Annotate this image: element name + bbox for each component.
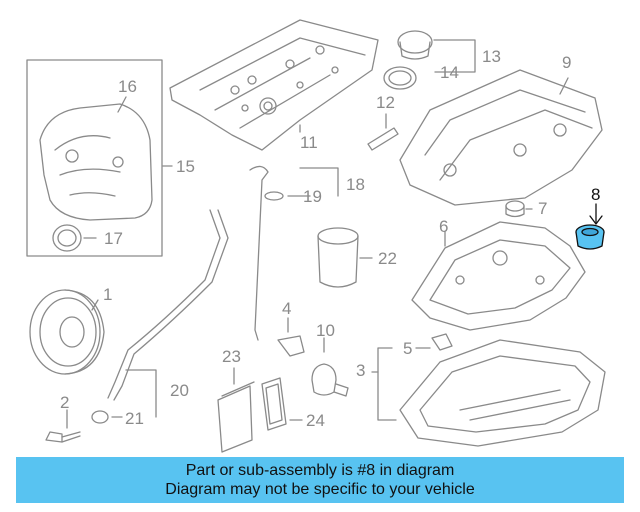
callout-9: 9	[562, 53, 571, 72]
callout-23: 23	[222, 347, 241, 366]
guide-tube	[107, 209, 221, 399]
timing-cover-part	[39, 103, 153, 221]
callout-15: 15	[176, 157, 195, 176]
filler-cap-seal	[383, 66, 417, 90]
gasket-24	[261, 377, 303, 431]
callout-labels: 1 2 3 4 5 6 7 8 9 10 11 12 13 14 15 16 1…	[60, 47, 600, 430]
part-9-group	[399, 69, 603, 206]
callout-8: 8	[591, 185, 600, 204]
part-6	[411, 221, 586, 331]
callout-3: 3	[356, 361, 365, 380]
callout-11: 11	[300, 133, 318, 152]
callout-5: 5	[403, 339, 412, 358]
bolt-2	[45, 409, 81, 443]
dipstick	[249, 165, 269, 341]
filler-cap	[397, 30, 433, 54]
sensor-12	[367, 113, 399, 151]
banner-line-1: Part or sub-assembly is #8 in diagram	[185, 462, 455, 479]
seal-ring-17	[52, 224, 82, 252]
plug-7	[505, 200, 533, 218]
sensor-4	[277, 317, 305, 357]
banner-line-2: Diagram may not be specific to your vehi…	[165, 481, 475, 498]
seal-21	[91, 410, 109, 424]
callout-6: 6	[439, 217, 448, 236]
part-9	[399, 69, 603, 206]
head-cover-part	[169, 19, 379, 151]
callout-21: 21	[125, 409, 144, 428]
head-cover-group	[169, 19, 379, 151]
dipstick-group	[91, 165, 339, 424]
parts-diagram: 1 2 3 4 5 6 7 8 9 10 11 12 13 14 15 16 1…	[26, 19, 606, 453]
sensor-10	[311, 337, 349, 397]
part-23	[217, 367, 255, 453]
callout-14: 14	[440, 63, 459, 82]
callout-10: 10	[316, 321, 335, 340]
callout-24: 24	[306, 411, 325, 430]
callout-7: 7	[538, 199, 547, 218]
oil-pan-3	[399, 339, 606, 447]
timing-cover-group	[26, 59, 173, 257]
part-6-group	[411, 221, 586, 331]
callout-20: 20	[170, 381, 189, 400]
dipstick-seal-19	[264, 191, 284, 201]
callout-22: 22	[378, 249, 397, 268]
callout-13: 13	[482, 47, 501, 66]
info-banner: Part or sub-assembly is #8 in diagram Di…	[16, 457, 624, 503]
callout-17: 17	[104, 229, 123, 248]
timing-cover-frame	[26, 59, 163, 257]
callout-2: 2	[60, 393, 69, 412]
pulley-group	[29, 289, 105, 375]
callout-12: 12	[376, 93, 395, 112]
oil-pan-group	[371, 333, 606, 447]
callout-16: 16	[118, 77, 137, 96]
oil-filter	[317, 227, 373, 288]
callout-4: 4	[282, 299, 291, 318]
callout-1: 1	[103, 285, 112, 304]
callout-18: 18	[346, 175, 365, 194]
filler-cap-group	[383, 30, 476, 90]
callout-19: 19	[303, 187, 322, 206]
part-8-highlighted	[575, 203, 605, 250]
